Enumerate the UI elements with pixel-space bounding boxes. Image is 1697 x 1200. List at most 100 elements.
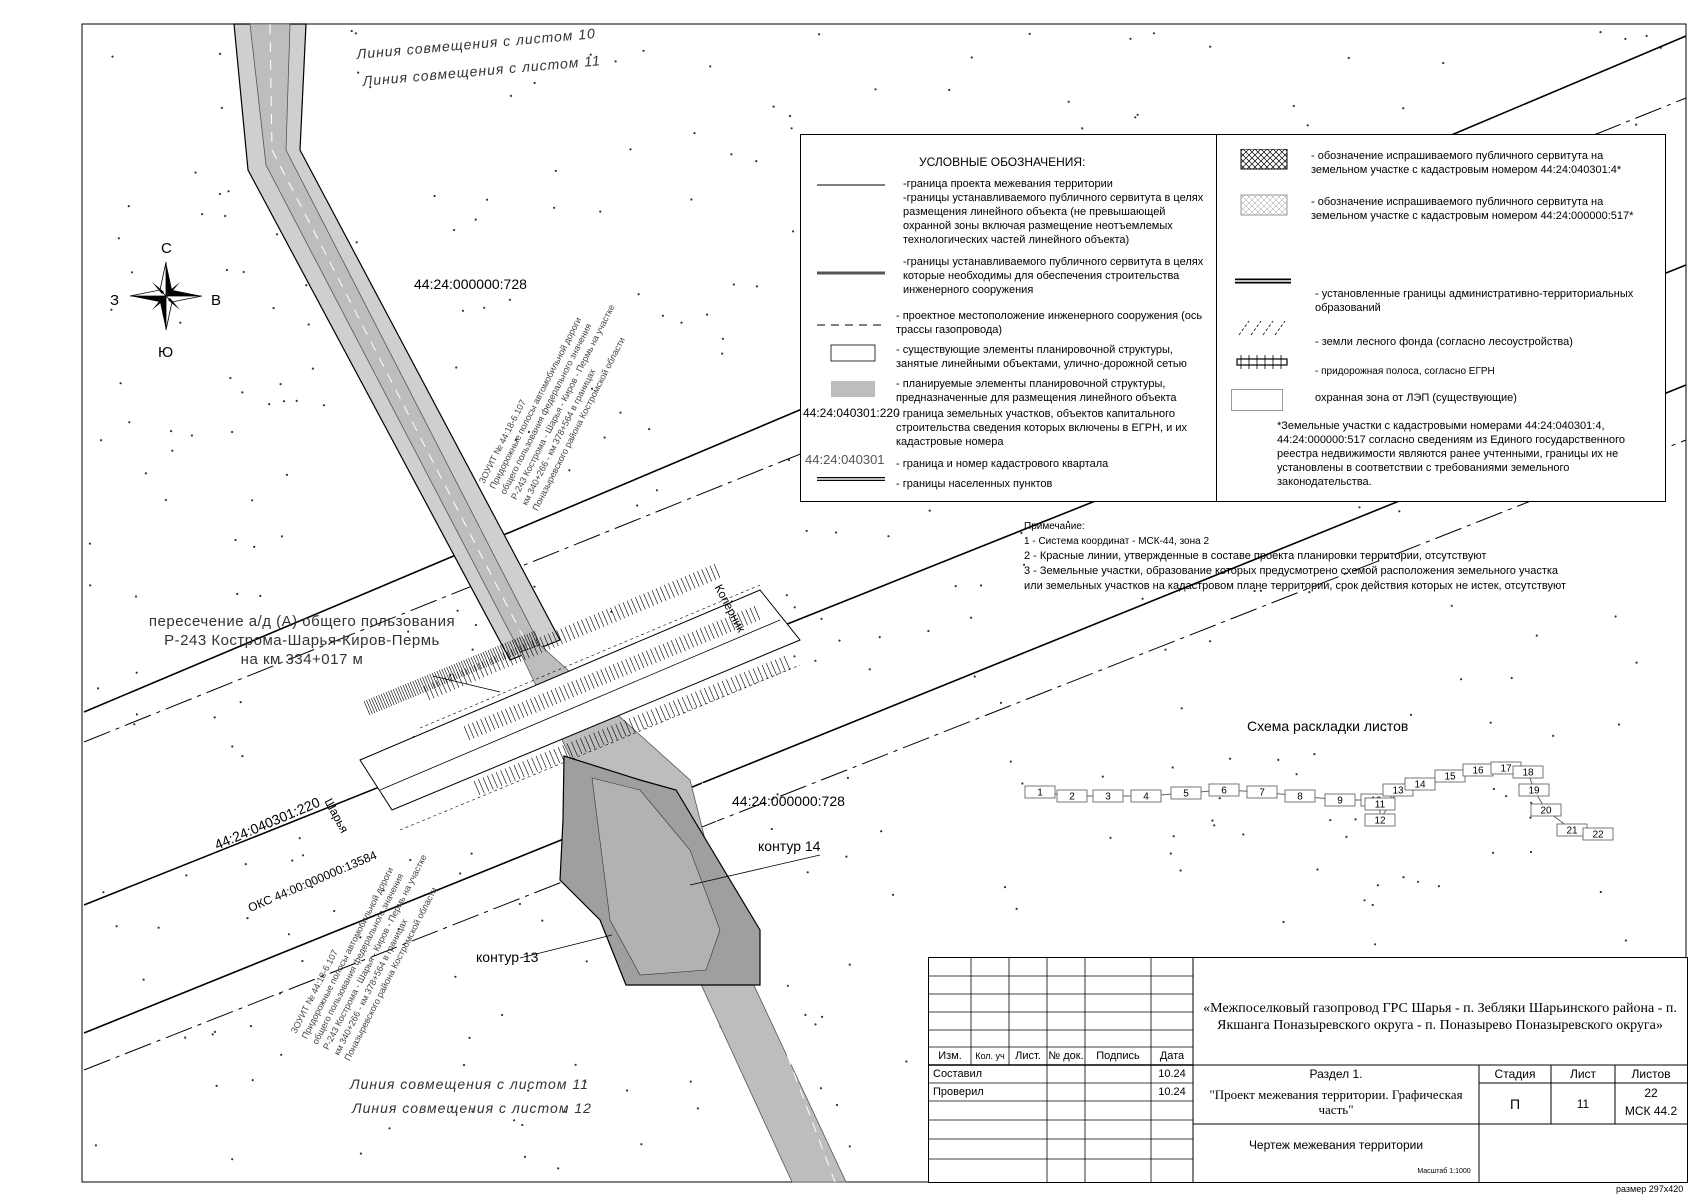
scheme-sheet: [1246, 785, 1278, 799]
legend-footnote: *Земельные участки с кадастровыми номера…: [1277, 420, 1625, 488]
terrain-dot: [471, 648, 474, 651]
terrain-dot: [1617, 723, 1621, 726]
terrain-dot: [1316, 868, 1319, 871]
hatch-line: [488, 715, 496, 730]
terrain-dot: [1134, 116, 1137, 119]
terrain-dot: [835, 531, 838, 534]
hatch-line: [504, 768, 512, 783]
terrain-dot: [835, 1103, 839, 1107]
hatch-line: [568, 624, 576, 640]
terrain-dot: [1101, 775, 1104, 778]
hatch-line: [683, 634, 690, 650]
hatch-line: [423, 685, 431, 701]
terrain-dot: [508, 298, 511, 301]
hatch-line: [625, 658, 632, 674]
project-title: «Межпоселковый газопровод ГРС Шарья - п.…: [1203, 1001, 1677, 1033]
stage-value: П: [1509, 1095, 1521, 1112]
terrain-dot: [231, 745, 234, 748]
terrain-dot: [642, 49, 645, 52]
hatch-line: [774, 659, 782, 674]
terrain-dot: [135, 671, 138, 674]
hatch-line: [695, 691, 702, 706]
terrain-dot: [589, 53, 592, 56]
hatch-line: [487, 775, 494, 790]
hatch-line: [500, 770, 507, 785]
hatch-line: [380, 693, 388, 709]
scheme-sheet-number: 14: [1414, 780, 1426, 791]
hatch-line: [487, 649, 495, 665]
hatch-line: [743, 671, 751, 687]
hatch-line: [730, 677, 738, 692]
terrain-dot: [501, 1013, 504, 1017]
hatch-line: [757, 666, 764, 681]
hatch-line: [639, 595, 646, 610]
terrain-dot: [1358, 506, 1361, 509]
terrain-dot: [1371, 903, 1374, 907]
sheets-label: Листов: [1631, 1067, 1671, 1081]
terrain-dot: [1141, 597, 1144, 600]
legend-sample-quarter: 44:24:040301: [805, 452, 885, 467]
hatch-line: [491, 773, 498, 789]
scheme-sheet-number: 15: [1444, 772, 1456, 783]
terrain-dot: [246, 917, 249, 920]
scheme-sheet-number: 17: [1500, 764, 1512, 775]
hatch-line: [453, 663, 461, 679]
terrain-dot: [805, 529, 808, 532]
hatch-line: [543, 635, 551, 650]
hatch-line: [434, 671, 441, 687]
drawing-scale: Масштаб 1:1000: [1417, 1167, 1471, 1175]
hatch-line: [588, 674, 595, 689]
terrain-dot: [1530, 801, 1533, 804]
crossing-note: пересечение а/д (А) общего пользования Р…: [124, 612, 480, 669]
hatch-line: [473, 664, 480, 680]
terrain-dot: [1209, 640, 1212, 643]
terrain-dot: [94, 1144, 97, 1147]
scheme-sheet-number: 18: [1522, 768, 1534, 779]
hatch-line: [390, 689, 397, 705]
hatch-line: [557, 746, 565, 762]
terrain-dot: [213, 716, 216, 719]
terrain-dot: [1067, 100, 1070, 103]
hatch-line: [531, 631, 538, 647]
hatch-line: [496, 712, 504, 727]
hatch-line: [691, 631, 699, 646]
terrain-dot: [554, 169, 557, 172]
hatch-line: [504, 642, 512, 658]
hatch-line: [456, 662, 463, 678]
sheet-value: 11: [1576, 1096, 1590, 1111]
terrain-dot: [523, 1155, 527, 1158]
hatch-line: [363, 700, 371, 716]
hatch-line: [741, 610, 748, 626]
hatch-line: [368, 698, 376, 714]
terrain-dot: [1529, 816, 1532, 819]
terrain-dot: [453, 228, 456, 232]
legend-right-item: - установленные границы административно-…: [1315, 288, 1634, 314]
terrain-dot: [117, 237, 120, 240]
hatch-line: [538, 694, 545, 710]
terrain-dot: [689, 1080, 692, 1083]
terrain-dot: [1345, 835, 1348, 839]
hatch-line: [465, 668, 472, 683]
legend-divider: [1216, 135, 1217, 501]
terrain-dot: [89, 584, 92, 587]
terrain-dot: [454, 975, 457, 978]
stamp-header-kol: Кол. уч: [975, 1051, 1005, 1061]
terrain-dot: [848, 1145, 851, 1148]
hatch-line: [748, 670, 755, 685]
hatch-line: [606, 609, 613, 624]
hatch-line: [716, 621, 723, 636]
terrain-dot: [287, 933, 290, 936]
match-line-12: Линия совмещения с листом 12: [352, 1100, 592, 1116]
terrain-dot: [845, 855, 848, 858]
hatch-line: [559, 686, 566, 701]
terrain-dot: [709, 65, 712, 68]
hatch-line: [446, 666, 453, 682]
terrain-dot: [350, 29, 353, 33]
hatch-line: [478, 779, 485, 794]
hatch-line: [596, 670, 603, 686]
hatch-line: [608, 665, 616, 681]
terrain-dot: [185, 874, 188, 877]
hatch-line: [519, 645, 526, 661]
hatch-line: [507, 641, 514, 657]
hatch-line: [670, 640, 678, 655]
